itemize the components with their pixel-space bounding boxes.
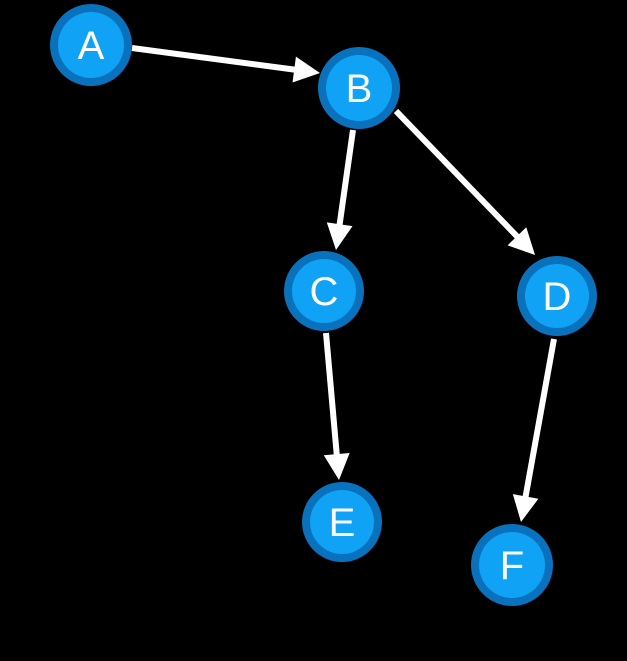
- edge-arrowhead: [326, 222, 353, 250]
- edge-line: [336, 129, 356, 229]
- node-core: [58, 12, 124, 78]
- edge-arrowhead: [323, 452, 350, 480]
- edge-line: [131, 45, 299, 74]
- graph-edge-b-d[interactable]: [393, 108, 535, 255]
- graph-node-f[interactable]: F: [471, 524, 553, 606]
- graph-node-e[interactable]: E: [302, 482, 382, 562]
- edge-line: [393, 108, 522, 242]
- node-label: A: [78, 24, 105, 68]
- graph-node-b[interactable]: B: [318, 47, 400, 129]
- node-core: [525, 264, 589, 328]
- node-core: [310, 490, 374, 554]
- node-label: C: [310, 270, 339, 314]
- graph-node-c[interactable]: C: [284, 251, 364, 331]
- graph-edge-d-f[interactable]: [512, 338, 557, 522]
- node-core: [292, 259, 356, 323]
- node-label: D: [543, 275, 572, 319]
- node-core: [326, 55, 392, 121]
- graph-edge-a-b[interactable]: [131, 45, 320, 83]
- edges-layer: [131, 45, 557, 522]
- edge-arrowhead: [512, 494, 539, 522]
- node-label: F: [500, 544, 524, 588]
- edge-arrowhead: [507, 227, 535, 255]
- node-label: B: [346, 67, 373, 111]
- edge-arrowhead: [292, 56, 320, 83]
- edge-line: [323, 332, 341, 459]
- node-core: [479, 532, 545, 598]
- graph-edge-c-e[interactable]: [323, 332, 350, 480]
- graph-node-a[interactable]: A: [50, 4, 132, 86]
- node-label: E: [329, 501, 356, 545]
- edge-line: [521, 338, 557, 501]
- nodes-layer: A B C D E F: [50, 4, 597, 606]
- graph-node-d[interactable]: D: [517, 256, 597, 336]
- graph-edge-b-c[interactable]: [326, 129, 356, 250]
